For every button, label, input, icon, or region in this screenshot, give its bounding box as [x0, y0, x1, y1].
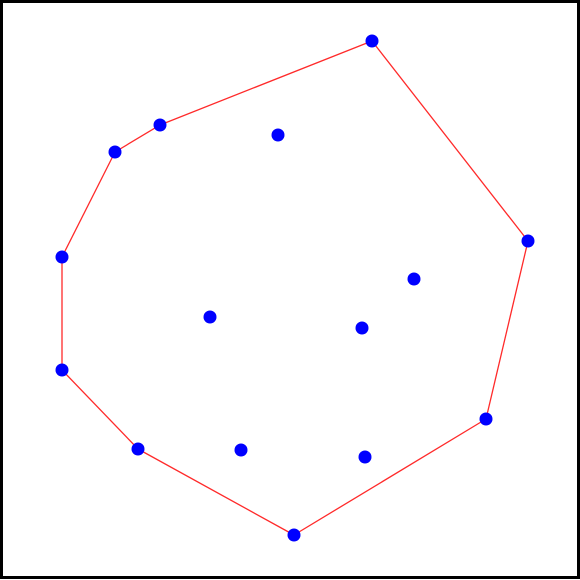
hull-edge — [114, 124, 161, 153]
hull-edge — [159, 40, 373, 126]
point-p14 — [234, 443, 248, 457]
point-p12 — [203, 310, 217, 324]
point-p6 — [55, 363, 69, 377]
point-p1 — [365, 34, 379, 48]
points — [55, 34, 535, 542]
point-p9 — [153, 118, 167, 132]
point-p11 — [407, 272, 421, 286]
hull-edge — [61, 151, 116, 258]
point-p3 — [479, 412, 493, 426]
point-p5 — [131, 442, 145, 456]
hull-edges — [61, 40, 529, 536]
point-p15 — [358, 450, 372, 464]
hull-edge — [137, 448, 295, 536]
point-p2 — [521, 234, 535, 248]
point-p13 — [355, 321, 369, 335]
hull-edge — [371, 40, 529, 242]
hull-edge — [61, 369, 139, 450]
point-p10 — [271, 128, 285, 142]
point-p8 — [108, 145, 122, 159]
hull-edge — [293, 418, 487, 536]
point-p4 — [287, 528, 301, 542]
point-p7 — [55, 250, 69, 264]
hull-edge — [485, 240, 529, 420]
